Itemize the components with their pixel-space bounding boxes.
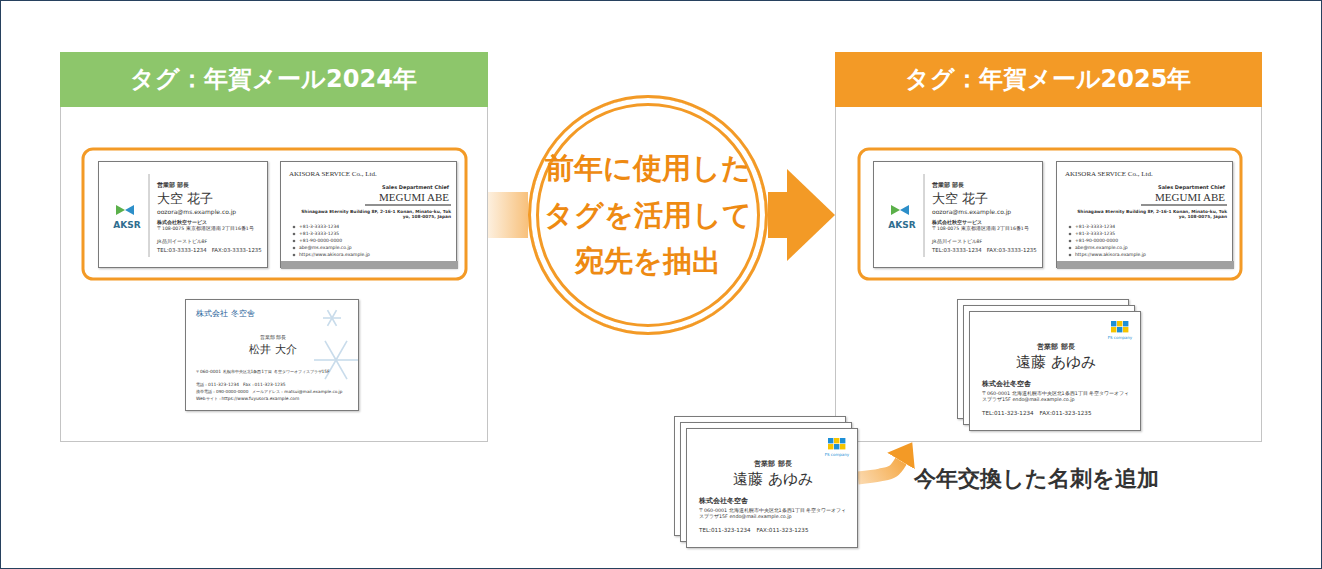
logo-text: FS company [819,453,855,458]
company-name: AKISORA SERVICE Co., Ltd. [1065,170,1225,178]
person-name: MEGUMI ABE [1065,191,1225,204]
phone: +81-3-3333-1234 [299,224,439,229]
selection-frame [83,149,466,279]
website: https://www.akisora.example.jp [1075,252,1215,257]
logo-text: AKSR [882,220,922,231]
job-title: 営業部 部長 [196,334,350,340]
job-title: 営業部 部長 [980,344,1132,352]
note-label: 今年交換した名刺を追加 [914,466,1159,492]
phone: +81-3-3333-1234 [1075,224,1215,229]
business-card: FS company 営業部 部長遠藤 あゆみ株式会社冬空舎〒060-0001 北… [686,428,858,548]
company-name: 株式会社冬空舎 [982,381,1132,389]
company-name: 株式会社秋空サービス [932,219,1040,225]
email: abe@ms.example.co.jp [299,245,439,250]
email: oozora@ms.example.co.jp [157,208,265,215]
address: 〒060-0001 北海道札幌市中央区北1条西1丁目 冬空タワーオフィスプラザ1… [982,391,1134,403]
business-card: AKSR 営業部 部長大空 花子oozora@ms.example.co.jp 株式… [98,161,268,268]
mobile-email: 携帯電話：090-0000-0000 メールアドレス：matsui@mail.e… [196,389,354,394]
person-name: 大空 花子 [157,191,262,207]
email: oozora@ms.example.co.jp [932,208,1040,215]
person-name: MEGUMI ABE [289,191,449,204]
job-title: 営業部 部長 [157,181,262,188]
company-name: 株式会社冬空舎 [699,498,849,506]
building: JR品川イーストビル8F [157,239,265,245]
address: 〒060-0001 北海道札幌市中央区北1条西1丁目 冬空タワーオフィスプラザ1… [699,508,851,520]
person-name: 松井 大介 [196,343,350,356]
phone-fax: TEL:03-3333-1234 FAX:03-3333-1235 [157,247,265,253]
address: 〒060-0001 札幌市中央区北1条西1丁目 冬空タワーオフィスプラザ15F [196,369,346,374]
phone-fax: TEL:03-3333-1234 FAX:03-3333-1235 [932,247,1040,253]
business-card: FS company 営業部 部長遠藤 あゆみ株式会社冬空舎〒060-0001 北… [969,311,1141,431]
fax: +81-3-3333-1235 [1075,231,1215,236]
email: abe@ms.example.co.jp [1075,245,1215,250]
flow-band [488,192,528,238]
person-name: 大空 花子 [932,191,1037,207]
business-card: AKISORA SERVICE Co., Ltd. Sales Departmen… [1056,161,1233,268]
mobile: +81-90-0000-0000 [299,238,439,243]
business-card: AKISORA SERVICE Co., Ltd. Sales Departmen… [280,161,457,268]
address: 〒108-0075 東京都港区港南 2丁目16番1号 [932,226,1040,232]
building: JR品川イーストビル8F [932,239,1040,245]
flow-arrow [768,192,787,238]
tag-header: タグ：年賀メール2024年 [60,52,488,107]
tag-panel: タグ：年賀メール2025年AKSR営業部 部長大空 花子oozora@ms.ex… [835,52,1262,442]
job-title: 営業部 部長 [932,181,1037,188]
selection-frame [859,149,1241,279]
phone-fax: TEL:011-323-1234 FAX:011-323-1235 [982,410,1132,417]
company-name: 株式会社 冬空舎 [196,309,306,319]
process-text: 前年に使用したタグを活用して宛先を抽出 [544,145,753,284]
business-card: AKSR 営業部 部長大空 花子oozora@ms.example.co.jp 株式… [873,161,1043,268]
process-circle: 前年に使用したタグを活用して宛先を抽出 [528,95,768,335]
phone-fax: TEL:011-323-1234 FAX:011-323-1235 [699,527,849,534]
tag-header: タグ：年賀メール2025年 [835,52,1262,107]
address: 〒108-0075 東京都港区港南 2丁目16番1号 [157,226,265,232]
mobile: +81-90-0000-0000 [1075,238,1215,243]
job-title: Sales Department Chief [289,184,449,190]
business-card: 株式会社 冬空舎営業部 部長松井 大介〒060-0001 札幌市中央区北1条西1… [185,299,359,411]
address: Shinagawa Eternity Building 8F, 2-16-1 K… [1077,209,1227,219]
fax: +81-3-3333-1235 [299,231,439,236]
website: https://www.akisora.example.jp [299,252,439,257]
person-name: 遠藤 あゆみ [980,353,1132,371]
job-title: 営業部 部長 [697,461,849,469]
logo-text: FS company [1102,336,1138,341]
logo-text: AKSR [107,220,147,231]
job-title: Sales Department Chief [1065,184,1225,190]
company-name: 株式会社秋空サービス [157,219,265,225]
company-name: AKISORA SERVICE Co., Ltd. [289,170,449,178]
person-name: 遠藤 あゆみ [697,470,849,488]
website: Webサイト：https://www.fuyusora.example.com [196,396,350,401]
curved-arrow [858,461,901,478]
phone-fax: 電話：011-323-1234 Fax：011-323-1235 [196,382,350,387]
address: Shinagawa Eternity Building 8F, 2-16-1 K… [301,209,451,219]
tag-panel: タグ：年賀メール2024年AKSR営業部 部長大空 花子oozora@ms.ex… [60,52,488,442]
